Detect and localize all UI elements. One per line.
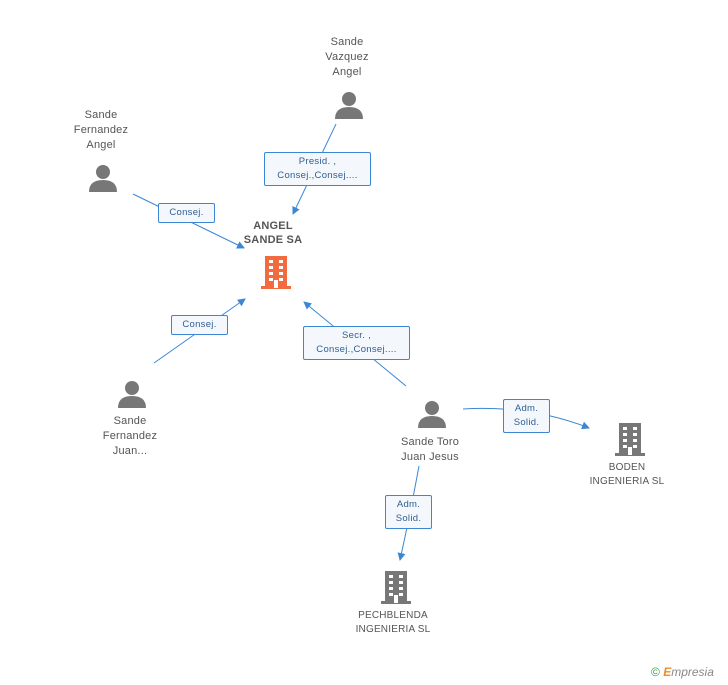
person-icon[interactable] <box>417 399 447 434</box>
person-name-sande-toro: Sande Toro Juan Jesus <box>400 436 460 463</box>
role-label-vazquez[interactable]: Presid. , Consej.,Consej.... <box>264 152 371 186</box>
building-icon[interactable] <box>614 421 646 462</box>
company-name-pechblenda: PECHBLENDA INGENIERIA SL <box>355 610 431 635</box>
person-icon[interactable] <box>334 90 364 125</box>
person-name-sande-vazquez: Sande Vazquez Angel <box>325 36 369 78</box>
person-icon[interactable] <box>88 163 118 198</box>
role-label-toro-main[interactable]: Secr. , Consej.,Consej.... <box>303 326 410 360</box>
brand-name: mpresia <box>671 665 714 679</box>
role-label-fernandez-angel[interactable]: Consej. <box>158 203 215 223</box>
role-label-toro-pechblenda[interactable]: Adm. Solid. <box>385 495 432 529</box>
copyright-symbol: © <box>651 665 660 679</box>
person-name-sande-fernandez-juan: Sande Fernandez Juan... <box>102 415 158 457</box>
person-name-sande-fernandez-angel: Sande Fernandez Angel <box>73 109 129 151</box>
person-icon[interactable] <box>117 379 147 414</box>
company-name-boden: BODEN INGENIERIA SL <box>589 462 665 487</box>
role-label-toro-boden[interactable]: Adm. Solid. <box>503 399 550 433</box>
role-label-fernandez-juan[interactable]: Consej. <box>171 315 228 335</box>
brand-footer[interactable]: © Empresia <box>651 665 714 679</box>
main-company-name: ANGEL SANDE SA <box>243 220 303 246</box>
building-icon[interactable] <box>380 569 412 610</box>
brand-initial: E <box>663 665 672 679</box>
building-icon[interactable] <box>260 254 292 295</box>
